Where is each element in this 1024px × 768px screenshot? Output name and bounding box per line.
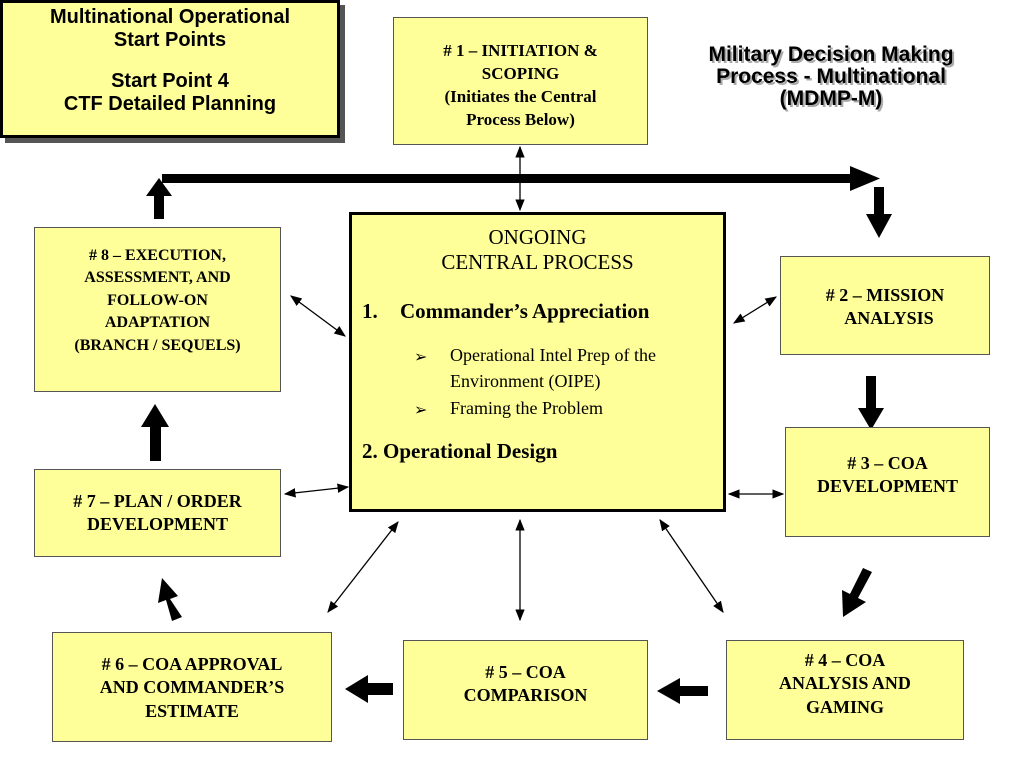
step8-line4: ADAPTATION xyxy=(104,314,211,332)
step1-line1: # 1 – INITIATION & xyxy=(443,41,598,60)
arrowhead-bullet-icon: ➢ xyxy=(414,349,428,366)
bullet-oipe-line2: Environment (OIPE) xyxy=(450,371,601,391)
diagram-title: Military Decision Making Process - Multi… xyxy=(666,43,996,111)
diagram-title-line3: (MDMP-M) xyxy=(779,87,883,111)
diagram-title-line2: Process - Multinational xyxy=(716,65,946,89)
step1-line2: SCOPING xyxy=(481,63,560,83)
arrowhead-bullet-icon: ➢ xyxy=(414,402,428,419)
connector-step4-central xyxy=(659,519,724,613)
step1-line3: (Initiates the Central xyxy=(444,86,597,106)
connector-step6-central xyxy=(327,521,399,613)
start-points-box: Multinational Operational Start Points S… xyxy=(0,0,340,138)
central-process-box: ONGOING CENTRAL PROCESS 1. Commander’s A… xyxy=(349,212,726,512)
bullet-oipe-line1: Operational Intel Prep of the xyxy=(450,345,656,365)
step8-line3: FOLLOW-ON xyxy=(107,291,208,309)
start-points-heading-line1: Multinational Operational xyxy=(49,6,290,28)
connector-step7-central xyxy=(283,483,350,498)
central-title-line2: CENTRAL PROCESS xyxy=(441,250,634,275)
step6-coa-approval-box: # 6 – COA APPROVAL AND COMMANDER’S ESTIM… xyxy=(52,632,332,742)
step3-line2: DEVELOPMENT xyxy=(816,476,958,497)
arrow-step4-to-step5 xyxy=(657,678,708,704)
step8-line5: (BRANCH / SEQUELS) xyxy=(74,336,241,354)
step4-line1: # 4 – COA xyxy=(804,650,886,670)
loop-horizontal-bar xyxy=(162,174,852,183)
step2-line1: # 2 – MISSION xyxy=(825,285,945,305)
step6-line1: # 6 – COA APPROVAL xyxy=(101,654,283,674)
start-point-name: CTF Detailed Planning xyxy=(63,93,277,115)
step5-line2: COMPARISON xyxy=(463,685,588,706)
bullet-framing-the-problem: Framing the Problem xyxy=(450,398,603,418)
step8-execution-box: # 8 – EXECUTION, ASSESSMENT, AND FOLLOW-… xyxy=(34,227,281,392)
central-process-title: ONGOING CENTRAL PROCESS xyxy=(352,225,723,275)
step6-line3: ESTIMATE xyxy=(145,700,239,721)
step7-line2: DEVELOPMENT xyxy=(86,514,228,535)
top-loop-arrow xyxy=(146,166,892,238)
step7-plan-order-box: # 7 – PLAN / ORDER DEVELOPMENT xyxy=(34,469,281,557)
step4-line3: GAMING xyxy=(806,696,884,717)
start-point-number: Start Point 4 xyxy=(111,70,229,92)
step5-line1: # 5 – COA xyxy=(485,662,566,682)
step8-line1: # 8 – EXECUTION, xyxy=(89,247,226,264)
arrow-step3-to-step4 xyxy=(842,568,872,617)
step4-line2: ANALYSIS AND xyxy=(779,673,911,694)
connector-step2-central xyxy=(733,296,777,324)
diagram-title-line1: Military Decision Making xyxy=(708,43,954,66)
loop-right-head xyxy=(850,166,880,191)
step3-line1: # 3 – COA xyxy=(847,453,928,473)
step6-line2: AND COMMANDER’S xyxy=(99,677,285,698)
down-arrow-to-step2 xyxy=(866,187,892,238)
item1-commanders-appreciation: Commander’s Appreciation xyxy=(400,299,650,323)
item2-operational-design: 2. Operational Design xyxy=(362,439,558,463)
arrow-step2-to-step3 xyxy=(858,376,884,430)
up-arrow-to-loop xyxy=(146,178,172,219)
step4-coa-analysis-box: # 4 – COA ANALYSIS AND GAMING xyxy=(726,640,964,740)
central-title-line1: ONGOING xyxy=(488,225,587,249)
item1-number: 1. xyxy=(362,299,378,323)
arrow-step7-to-step8 xyxy=(141,404,169,461)
arrow-step5-to-step6 xyxy=(345,675,393,703)
step2-line2: ANALYSIS xyxy=(844,308,934,329)
step8-line2: ASSESSMENT, AND xyxy=(84,269,231,287)
start-points-heading-line2: Start Points xyxy=(113,29,227,51)
connector-step8-central xyxy=(290,295,346,337)
step5-coa-comparison-box: # 5 – COA COMPARISON xyxy=(403,640,648,740)
step3-coa-development-box: # 3 – COA DEVELOPMENT xyxy=(785,427,990,537)
arrow-step6-to-step7 xyxy=(158,578,182,621)
step1-initiation-box: # 1 – INITIATION & SCOPING (Initiates th… xyxy=(393,17,648,145)
step7-line1: # 7 – PLAN / ORDER xyxy=(73,491,242,511)
step2-mission-analysis-box: # 2 – MISSION ANALYSIS xyxy=(780,256,990,355)
step1-line4: Process Below) xyxy=(466,109,575,129)
